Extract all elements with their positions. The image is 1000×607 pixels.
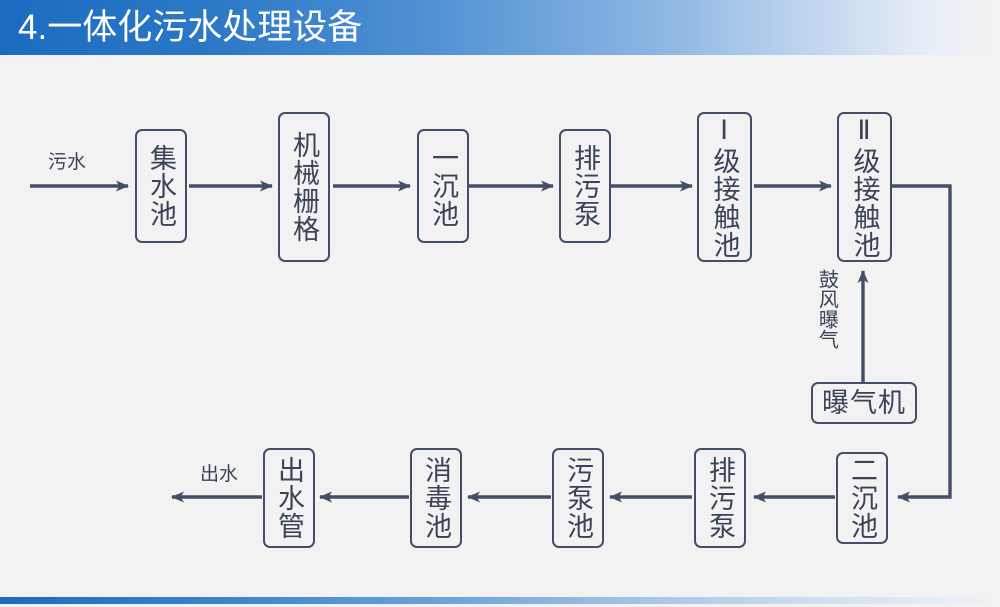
node-sewage-pump-top[interactable]: 排污泵 — [559, 129, 611, 243]
connector-contact2-to-secondary — [892, 184, 952, 503]
flow-connector-layer — [30, 180, 952, 503]
header-bar: 4.一体化污水处理设备 — [0, 0, 1000, 55]
process-flow-diagram: 污水 出水 鼓风曝气 集水池 机械栅格 一沉池 排污泵 Ⅰ级接触池 Ⅱ级接触池 … — [0, 55, 1000, 597]
node-sludge-pump-tank[interactable]: 污泵池 — [552, 448, 604, 548]
node-collection-tank[interactable]: 集水池 — [135, 129, 187, 243]
node-contact-tank-2[interactable]: Ⅱ级接触池 — [837, 112, 892, 262]
node-disinfection-tank[interactable]: 消毒池 — [410, 448, 462, 548]
node-sewage-pump-bottom[interactable]: 排污泵 — [694, 448, 746, 548]
label-effluent: 出水 — [200, 464, 239, 485]
node-secondary-settling-tank[interactable]: 二沉池 — [836, 452, 888, 544]
node-outlet-pipe[interactable]: 出水管 — [263, 448, 315, 548]
node-mechanical-grating[interactable]: 机械栅格 — [278, 112, 330, 262]
node-aerator[interactable]: 曝气机 — [811, 382, 917, 424]
label-influent: 污水 — [48, 152, 87, 173]
node-contact-tank-1[interactable]: Ⅰ级接触池 — [697, 112, 752, 262]
footer-accent-bar — [0, 597, 1000, 604]
page-title: 4.一体化污水处理设备 — [18, 8, 363, 47]
node-primary-settling-tank[interactable]: 一沉池 — [417, 129, 469, 243]
label-aeration: 鼓风曝气 — [815, 269, 838, 349]
